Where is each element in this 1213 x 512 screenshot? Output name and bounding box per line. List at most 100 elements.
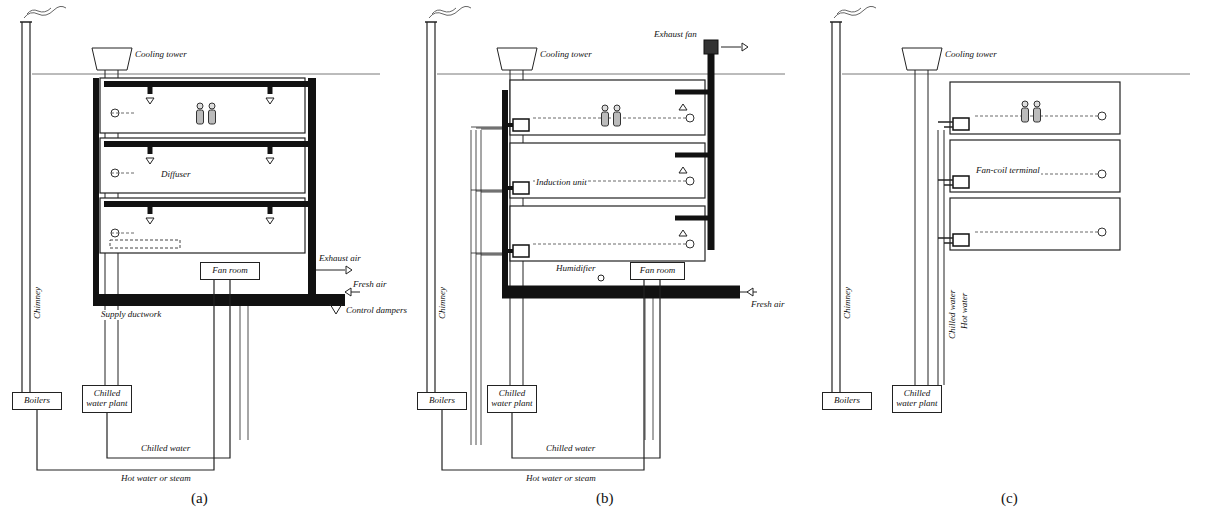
thermostat xyxy=(1098,112,1106,120)
exhaust-fan xyxy=(704,40,718,54)
arrow-head xyxy=(346,266,352,274)
part-label: Chimney xyxy=(438,286,448,320)
stroke xyxy=(831,22,832,392)
water-pipe xyxy=(442,280,644,470)
stroke xyxy=(533,118,686,119)
stroke xyxy=(268,204,273,214)
floor-room xyxy=(510,206,705,261)
person-body xyxy=(602,112,609,126)
panel-letter: (c) xyxy=(1000,490,1019,507)
boiler-box: Boilers xyxy=(12,392,62,410)
stroke xyxy=(93,294,345,306)
stroke xyxy=(675,153,711,158)
stroke xyxy=(842,74,1190,75)
node-label: Boilers xyxy=(420,396,464,406)
thermostat xyxy=(1098,170,1106,178)
node-label: Fan room xyxy=(203,266,257,276)
stroke xyxy=(481,192,502,193)
node-label: Boilers xyxy=(825,396,869,406)
stroke xyxy=(938,237,953,239)
stroke xyxy=(148,84,153,94)
arrow-head xyxy=(742,43,748,51)
panel-drawing xyxy=(830,6,1190,392)
part-label: Diffuser xyxy=(160,170,192,180)
part-label: Chimney xyxy=(843,286,853,320)
person-head xyxy=(1034,101,1040,107)
stroke xyxy=(316,270,345,271)
arrow-head xyxy=(266,218,274,224)
smoke xyxy=(429,6,471,18)
thermostat xyxy=(1098,228,1106,236)
panel-letter: (a) xyxy=(190,490,209,507)
stroke xyxy=(104,81,312,87)
part-label: Supply ductwork xyxy=(100,310,162,320)
stroke xyxy=(471,130,472,445)
stroke xyxy=(476,254,502,255)
person-head xyxy=(1022,101,1028,107)
stroke xyxy=(476,191,502,192)
part-label: Humidifier xyxy=(555,264,597,274)
stroke xyxy=(268,84,273,94)
panel-letter: (b) xyxy=(595,490,615,507)
stroke xyxy=(944,130,945,385)
stroke xyxy=(502,90,508,292)
part-label: Exhaust air xyxy=(318,254,362,264)
arrow-head xyxy=(679,104,687,110)
stroke xyxy=(336,304,342,314)
node-label: Fan room xyxy=(633,266,682,276)
part-label: Control dampers xyxy=(345,306,408,316)
panel-drawing xyxy=(20,6,380,440)
stroke xyxy=(425,21,437,23)
fan-coil-unit xyxy=(953,234,969,246)
node-label: Chilled water plant xyxy=(85,389,129,409)
person-body xyxy=(197,110,204,124)
arrow-head xyxy=(679,230,687,236)
stroke xyxy=(944,184,953,186)
stroke xyxy=(653,298,654,440)
part-label: Fresh air xyxy=(750,300,785,310)
stroke xyxy=(476,128,502,129)
stroke xyxy=(505,249,513,253)
person-head xyxy=(197,103,203,109)
water-pipe xyxy=(512,280,660,458)
stroke xyxy=(148,144,153,154)
induction-unit xyxy=(513,119,529,131)
node-label: Boilers xyxy=(15,396,59,406)
stroke xyxy=(29,22,30,392)
part-label: Chilled water xyxy=(545,444,596,454)
part-label: Chilled water xyxy=(948,289,958,340)
stroke xyxy=(830,21,842,23)
chiller-plant-box: Chilled water plant xyxy=(487,385,537,413)
cooling-tower xyxy=(902,48,942,70)
panel-drawing xyxy=(425,6,785,445)
smoke xyxy=(24,6,66,18)
stroke xyxy=(928,70,929,385)
floor-room xyxy=(510,80,705,135)
stroke xyxy=(308,78,316,300)
stroke xyxy=(330,304,336,314)
boiler-box: Boilers xyxy=(417,392,467,410)
ceiling-return xyxy=(110,240,180,248)
stroke xyxy=(111,173,135,174)
stroke xyxy=(476,130,477,445)
boiler-box: Boilers xyxy=(822,392,872,410)
part-label: Hot water or steam xyxy=(120,474,192,484)
stroke xyxy=(434,22,435,392)
stroke xyxy=(675,90,711,95)
fan-room-box: Fan room xyxy=(630,262,685,280)
person-body xyxy=(1022,108,1029,122)
stroke xyxy=(944,242,953,244)
part-label: Cooling tower xyxy=(539,50,593,60)
stroke xyxy=(505,123,513,127)
cooling-tower xyxy=(497,48,537,70)
stroke xyxy=(104,141,312,147)
arrow-head xyxy=(266,158,274,164)
arrow-head xyxy=(679,167,687,173)
stroke xyxy=(675,216,711,221)
person-body xyxy=(209,110,216,124)
floor-room xyxy=(510,143,705,198)
person-body xyxy=(1034,108,1041,122)
part-label: Fan-coil terminal xyxy=(975,166,1041,176)
arrow-head xyxy=(345,288,351,296)
stroke xyxy=(938,130,939,385)
